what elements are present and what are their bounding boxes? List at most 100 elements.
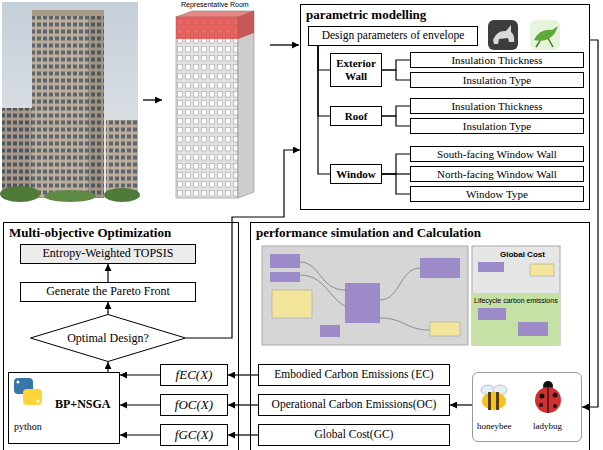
node-text: Global Cost(GC) xyxy=(315,428,394,441)
result-box: Embodied Carbon Emissions (EC) xyxy=(258,364,450,386)
node-text: Insulation Type xyxy=(463,120,531,133)
node-text: fOC(X) xyxy=(175,398,213,413)
ladybug-icon xyxy=(540,394,545,399)
connector xyxy=(228,374,258,375)
connector xyxy=(120,434,160,435)
grasshopper-screenshot xyxy=(320,325,340,337)
grasshopper-icon xyxy=(536,41,540,47)
honeybee-icon xyxy=(488,392,491,410)
grasshopper-screenshot xyxy=(300,262,430,330)
grasshopper-screenshot xyxy=(345,283,380,323)
python-logo xyxy=(14,378,42,405)
building-model xyxy=(176,17,238,198)
ladybug-icon xyxy=(535,381,561,413)
flow-arrow xyxy=(143,99,162,100)
grasshopper-icon xyxy=(530,20,560,50)
objective-box: fEC(X) xyxy=(160,364,228,386)
node-text: Insulation Thickness xyxy=(451,100,542,113)
node-text: Entropy-Weighted TOPSIS xyxy=(43,247,174,261)
node-text: Design parameters of envelope xyxy=(322,29,465,42)
node-text: Optimal Design? xyxy=(67,331,149,346)
grasshopper-screenshot xyxy=(270,254,300,268)
building-photo xyxy=(2,108,32,198)
section-title: parametric modelling xyxy=(306,7,426,23)
building-photo xyxy=(0,2,140,202)
section-title: performance simulation and Calculation xyxy=(256,225,481,241)
node-text: fEC(X) xyxy=(176,368,213,383)
algorithm-box: BP+NSGA python xyxy=(8,372,120,444)
rhino-icon xyxy=(488,20,518,50)
grasshopper-screenshot xyxy=(272,290,312,318)
connector xyxy=(318,46,330,70)
grasshopper-screenshot xyxy=(430,322,460,336)
parameter-item: Insulation Thickness xyxy=(410,98,584,114)
connector xyxy=(107,362,108,372)
objective-box: fOC(X) xyxy=(160,394,228,416)
parameter-item: Insulation Type xyxy=(410,118,584,134)
image-label: Representative Room xyxy=(181,1,249,8)
building-model xyxy=(176,17,238,39)
connector xyxy=(120,404,160,405)
building-photo xyxy=(106,120,138,198)
connector xyxy=(107,264,108,282)
result-box: Global Cost(GC) xyxy=(258,424,450,446)
parameter-item: Window Type xyxy=(410,186,584,202)
building-photo xyxy=(32,10,104,16)
parameter-item: Insulation Thickness xyxy=(410,52,584,68)
connector xyxy=(382,70,410,80)
building-photo xyxy=(88,16,104,198)
connector xyxy=(382,154,410,174)
connector xyxy=(186,150,300,338)
process-box: Generate the Pareto Front xyxy=(20,282,196,302)
section-title: Multi-objective Optimization xyxy=(9,225,171,241)
node-text: North-facing Window Wall xyxy=(437,168,557,181)
grasshopper-screenshot xyxy=(270,272,300,282)
section-panel: Multi-objective OptimizationEntropy-Weig… xyxy=(3,222,239,450)
node-text: Generate the Pareto Front xyxy=(46,285,170,299)
python-logo xyxy=(37,400,40,403)
node-text: Insulation Type xyxy=(463,74,531,87)
grasshopper-icon xyxy=(548,38,553,47)
ladybug-icon xyxy=(539,403,543,407)
grasshopper-icon xyxy=(530,20,560,50)
honeybee-icon xyxy=(481,385,507,410)
ladybug-icon xyxy=(553,404,557,408)
result-box: Operational Carbon Emissions(OC) xyxy=(258,394,450,416)
parameter-item: North-facing Window Wall xyxy=(410,166,584,182)
connector xyxy=(107,302,108,314)
node-text: BP+NSGA xyxy=(55,397,111,412)
honeybee-icon xyxy=(496,392,499,410)
connector xyxy=(382,106,410,116)
connector xyxy=(382,174,410,194)
connector xyxy=(318,46,330,174)
objective-box: fGC(X) xyxy=(160,424,228,446)
node-text: fGC(X) xyxy=(175,428,213,443)
flow-arrow xyxy=(270,44,299,45)
grasshopper-screenshot xyxy=(420,258,460,278)
building-model xyxy=(176,11,254,198)
connector xyxy=(318,46,330,116)
category-box: Window xyxy=(330,164,382,184)
python-logo xyxy=(17,381,20,384)
python-logo xyxy=(23,389,42,405)
node-text: python xyxy=(14,421,42,432)
flow-arrow xyxy=(143,100,162,101)
building-photo xyxy=(0,186,40,202)
diamond-outline xyxy=(31,315,186,362)
building-photo xyxy=(2,2,138,198)
connector xyxy=(582,40,598,407)
building-photo xyxy=(44,190,96,202)
connector xyxy=(382,60,410,70)
grasshopper-screenshot xyxy=(530,264,554,276)
node-text: Window Type xyxy=(466,188,528,201)
node-text: Exterior Wall xyxy=(335,57,377,82)
grasshopper-screenshot xyxy=(472,293,560,345)
ladybug-icon xyxy=(553,393,558,398)
node-text: honeybee xyxy=(477,421,511,431)
process-box: Entropy-Weighted TOPSIS xyxy=(20,244,196,264)
building-photo xyxy=(104,188,140,202)
node-text: Operational Carbon Emissions(OC) xyxy=(272,398,437,411)
screenshot-label: Global Cost xyxy=(500,250,545,259)
grasshopper-screenshot xyxy=(518,322,548,336)
connector xyxy=(382,116,410,126)
